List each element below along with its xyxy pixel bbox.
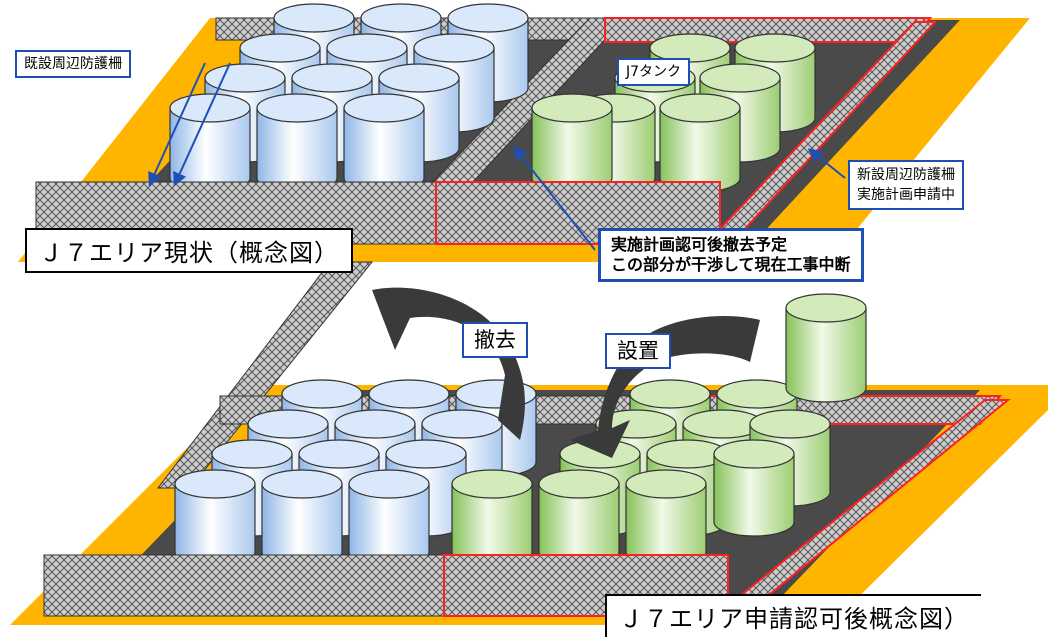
tank-bottom-16 [713,439,795,537]
existing-fence-connector-2 [173,62,231,187]
install-curved-arrow [570,316,760,458]
removal-plan-line1: 実施計画認可後撤去予定 [611,235,788,254]
tank-bottom-18 [261,469,343,567]
new-fence-label-line1: 新設周辺防護柵 [857,167,955,183]
tank-bottom-12-top [298,439,380,469]
tank-bottom-18-top [261,469,343,499]
tank-top-2-top [447,3,529,33]
tank-top-17 [659,93,741,193]
top-scene [18,3,1030,262]
new-fence-label: 新設周辺防護柵 実施計画申請中 [848,160,964,210]
tank-top-9-top [291,63,373,93]
tank-bottom-22-top [625,469,707,499]
tank-top-15 [343,93,425,193]
tank-top-3-top [239,33,321,63]
top-tank-group [169,3,816,193]
tank-bottom-10-top [749,409,831,439]
removal-plan-label: 実施計画認可後撤去予定 この部分が干渉して現在工事中断 [598,228,864,282]
tank-top-15-top [343,93,425,123]
current-state-title: Ｊ７エリア現状（概念図） [25,228,353,273]
tank-bottom-4-top [716,379,798,409]
removal-connector [513,145,596,251]
tank-bottom-21 [538,469,620,567]
tank-top-14 [256,93,338,193]
tank-being-installed-top [785,293,867,323]
tank-bottom-1-top [368,379,450,409]
tank-bottom-16-top [713,439,795,469]
tank-bottom-19-top [348,469,430,499]
tank-top-4-top [326,33,408,63]
existing-fence-connector-1 [148,62,206,187]
tank-bottom-0-top [281,379,363,409]
install-label: 設置 [605,333,671,369]
tank-bottom-5-top [247,409,329,439]
tank-top-1-top [360,3,442,33]
existing-fence-front-bottom [43,554,445,617]
tank-bottom-3-top [629,379,711,409]
tank-top-12-top [699,63,781,93]
tank-bottom-20 [451,469,533,567]
after-approval-title: Ｊ７エリア申請認可後概念図） [605,594,981,637]
tank-top-5-top [413,33,495,63]
tank-top-7-top [734,33,816,63]
new-fence-connector [807,148,846,179]
remove-label: 撤去 [462,322,528,358]
removal-plan-line2: この部分が干渉して現在工事中断 [611,255,851,274]
new-fence-label-line2: 実施計画申請中 [857,187,955,203]
tank-being-installed-body [785,307,867,403]
tank-bottom-13-top [385,439,467,469]
tank-top-14-top [256,93,338,123]
tank-bottom-20-top [451,469,533,499]
tank-top-18-top [531,93,613,123]
tank-top-0-top [273,3,355,33]
tank-bottom-21-top [538,469,620,499]
j7-tank-label: J7タンク [617,58,691,86]
tank-top-8-top [204,63,286,93]
tank-being-installed [785,293,867,403]
tank-bottom-16-body [713,453,795,537]
tank-bottom-17-top [174,469,256,499]
tank-top-17-top [659,93,741,123]
tank-top-10-top [378,63,460,93]
tank-bottom-17 [174,469,256,567]
tank-top-18 [531,93,613,193]
existing-fence-label: 既設周辺防護柵 [15,50,131,78]
tank-bottom-19 [348,469,430,567]
bottom-tank-group [174,293,867,567]
tank-bottom-6-top [334,409,416,439]
tank-bottom-7-top [421,409,503,439]
bottom-scene [10,261,1048,625]
tank-bottom-11-top [211,439,293,469]
tank-bottom-22 [625,469,707,567]
